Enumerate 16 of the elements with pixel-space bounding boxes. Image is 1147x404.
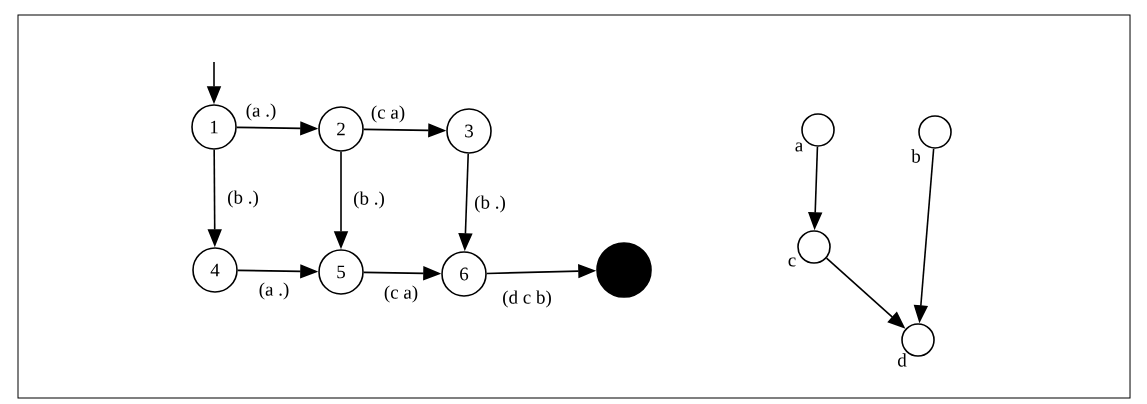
edge-label: (b .) [473,194,507,214]
circle [918,115,952,149]
edge-label: (c a) [382,284,420,304]
circle [801,113,835,147]
circle [797,230,831,264]
node-label: b [911,149,921,163]
node-label: d [897,353,907,367]
edge-label: (c a) [369,104,407,124]
edge-label: (a .) [257,281,291,301]
edge-label: (d c b) [501,289,553,309]
filled-circle [596,242,652,298]
edge-label: (a .) [244,102,278,122]
node-label: a [795,142,803,152]
edge-label: (b .) [226,189,260,209]
edge-label: (b .) [352,190,386,210]
node-label: c [788,257,796,267]
